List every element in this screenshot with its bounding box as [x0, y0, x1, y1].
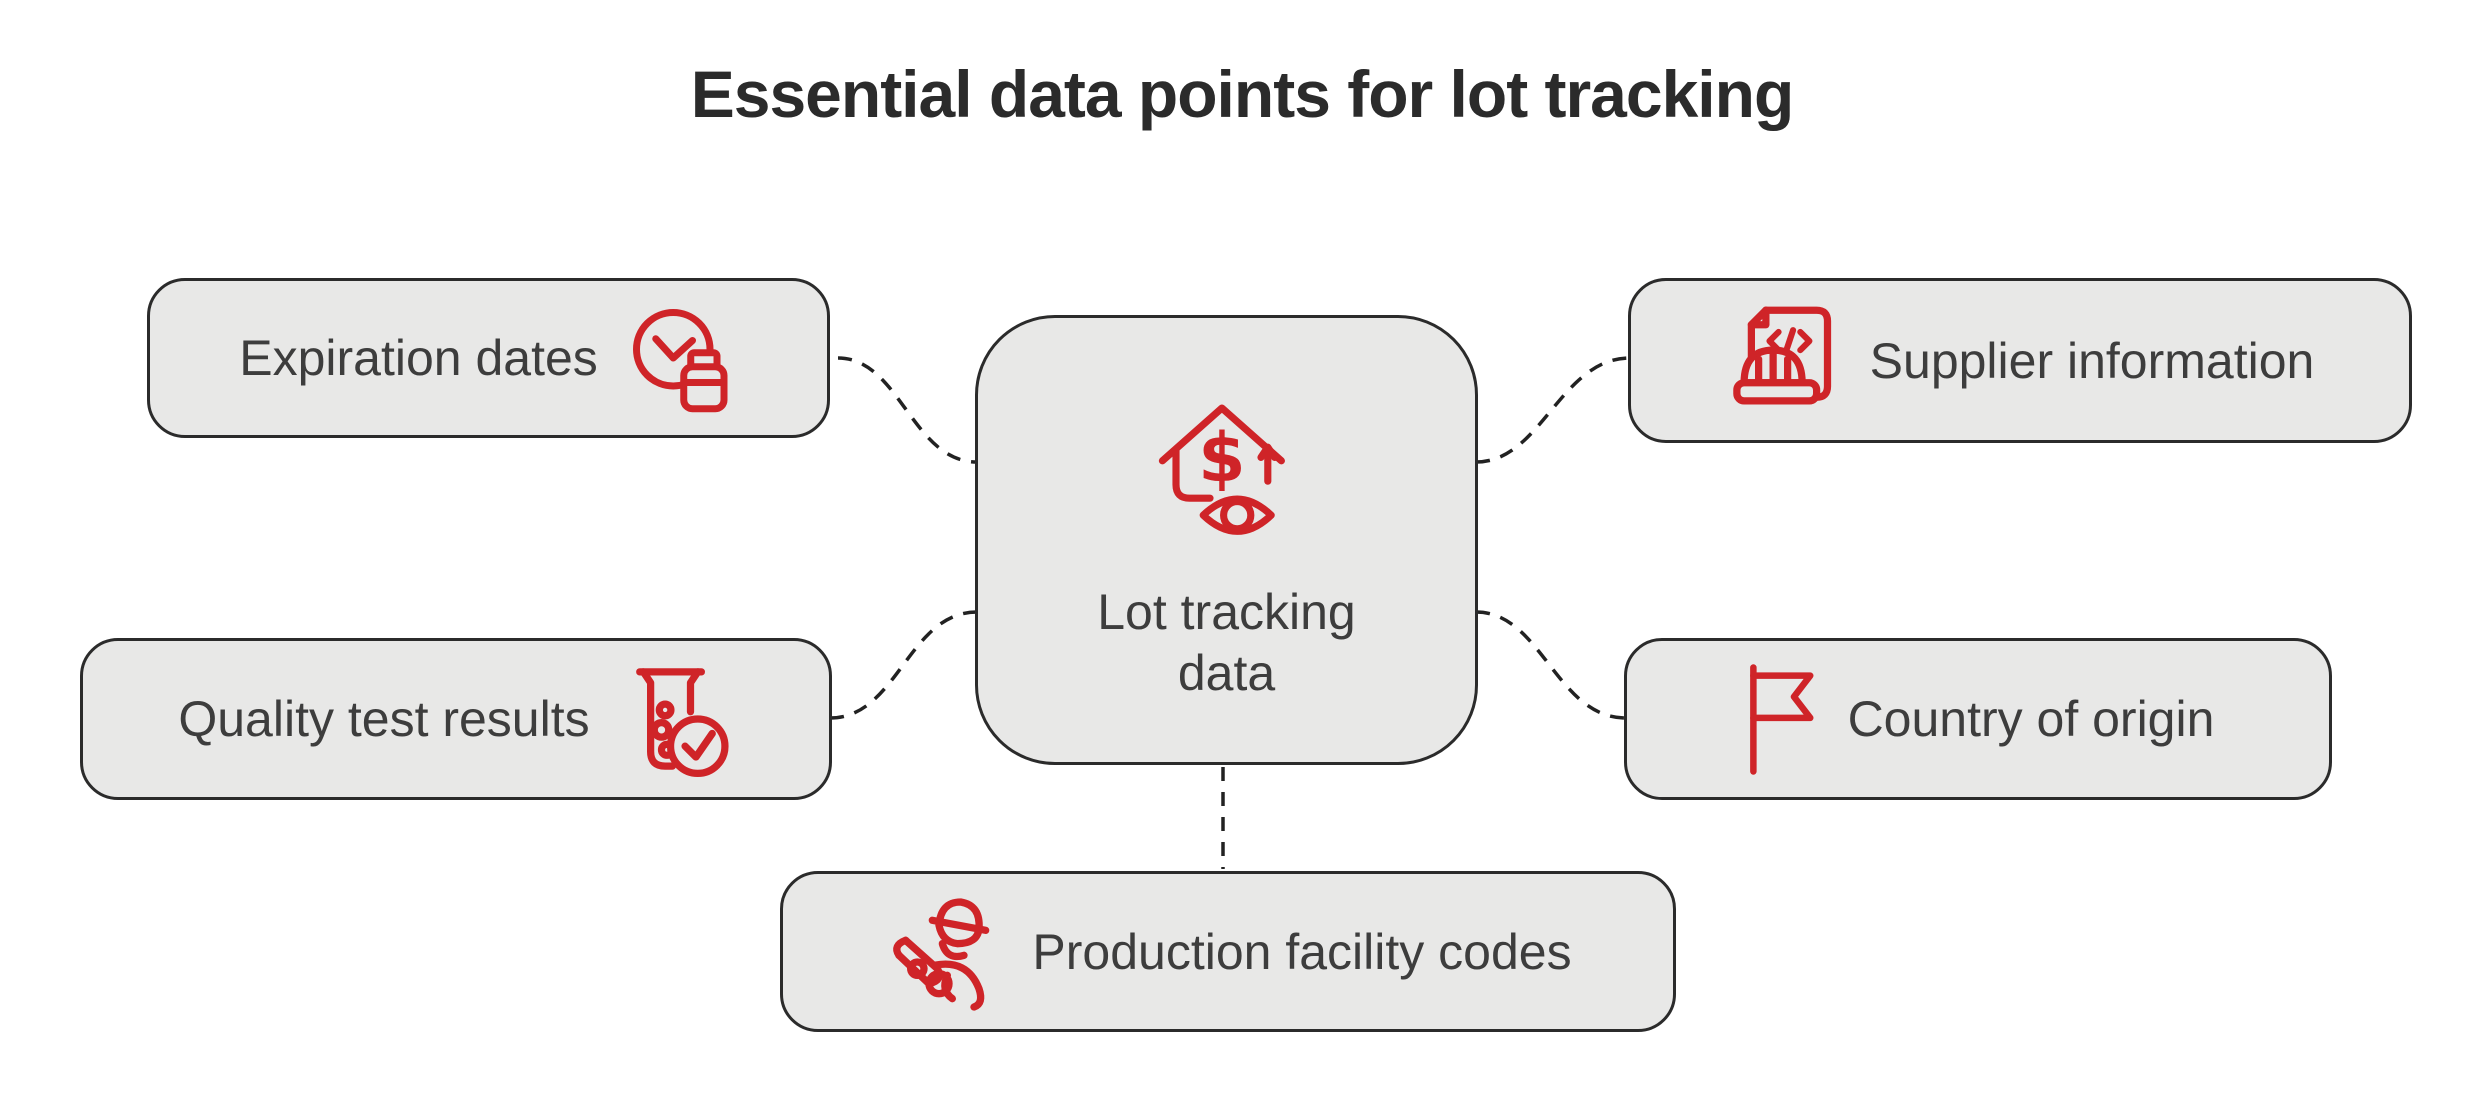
- flag-icon: [1749, 663, 1814, 775]
- node-label-supplier-information: Supplier information: [1869, 332, 2315, 389]
- house-dollar-eye-icon: $: [1158, 404, 1285, 535]
- node-supplier-information[interactable]: Supplier information: [1628, 278, 2412, 443]
- dollar-glyph: $: [1198, 419, 1245, 498]
- connector-center-to-supplier: [1475, 356, 1631, 464]
- node-label-expiration-dates: Expiration dates: [239, 330, 598, 386]
- node-label-country-of-origin: Country of origin: [1847, 691, 2215, 747]
- test-tube-check-icon: [635, 668, 729, 777]
- node-label-quality-test-results: Quality test results: [178, 691, 590, 747]
- node-production-facility-codes[interactable]: Production facility codes: [780, 871, 1676, 1032]
- node-quality-test-results[interactable]: Quality test results: [80, 638, 832, 800]
- connector-quality-to-center: [829, 610, 978, 720]
- document-code-hardhat-icon: [1732, 306, 1831, 404]
- node-expiration-dates[interactable]: Expiration dates: [147, 278, 830, 438]
- connector-expiration-to-center: [837, 356, 978, 464]
- connector-center-to-country: [1475, 610, 1627, 720]
- construction-worker-icon: [893, 897, 990, 1011]
- page-title: Essential data points for lot tracking: [690, 57, 1795, 131]
- node-country-of-origin[interactable]: Country of origin: [1624, 638, 2332, 800]
- node-label-lot-tracking-data: Lot tracking data: [1097, 584, 1356, 701]
- clock-bottle-icon: [632, 309, 728, 413]
- node-lot-tracking-data[interactable]: $ Lot tracking data: [975, 315, 1478, 765]
- node-label-production-facility-codes: Production facility codes: [1032, 923, 1572, 980]
